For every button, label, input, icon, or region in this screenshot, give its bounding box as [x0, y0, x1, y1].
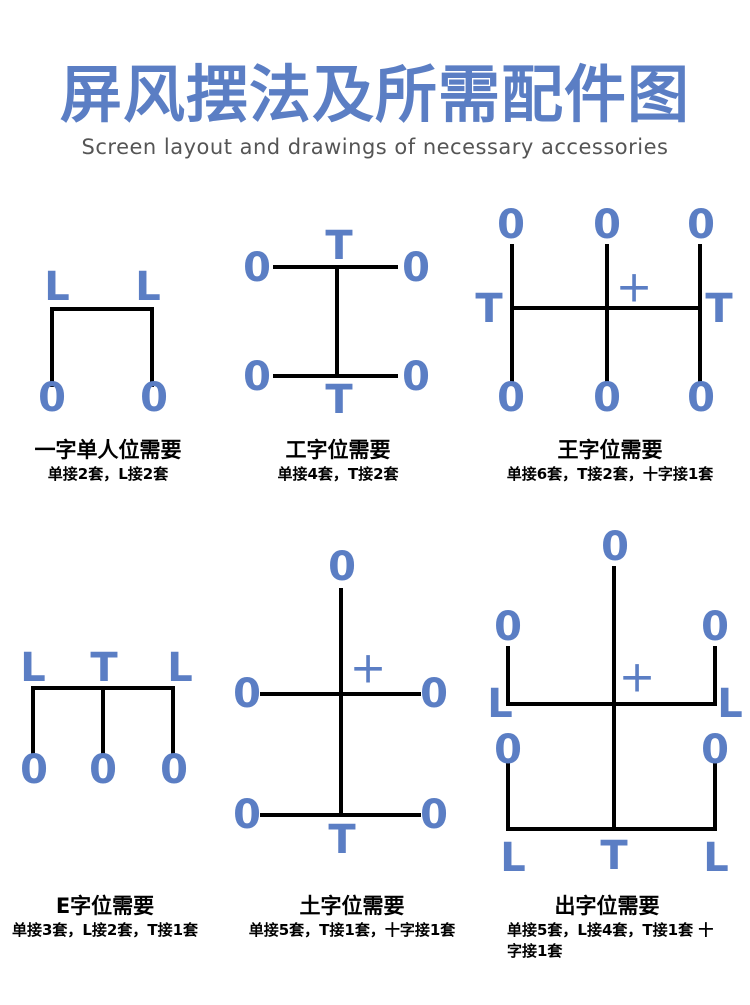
single-joint-label: 0: [89, 747, 117, 793]
cross-joint-label: +: [350, 643, 387, 694]
l-joint-label: L: [20, 645, 46, 691]
single-joint-label: 0: [140, 375, 168, 421]
t-joint-label: T: [90, 645, 118, 691]
chu-lower-frame: [506, 762, 717, 831]
l-joint-label: L: [487, 681, 513, 727]
single-joint-label: 0: [402, 354, 430, 400]
l-joint-label: L: [167, 645, 193, 691]
l-joint-label: L: [135, 264, 161, 310]
diagram-yi: L L 0 0: [38, 264, 168, 421]
l-joint-label: L: [44, 264, 70, 310]
caption-desc: 单接2套，L接2套: [47, 465, 169, 483]
caption-tu: 土字位需要 单接5套，T接1套，十字接1套: [227, 892, 477, 941]
single-joint-label: 0: [243, 245, 271, 291]
caption-title: 工字位需要: [285, 438, 391, 462]
single-joint-label: 0: [420, 792, 448, 838]
cross-joint-label: +: [616, 262, 653, 313]
single-joint-label: 0: [687, 202, 715, 248]
single-joint-label: 0: [701, 604, 729, 650]
l-joint-label: L: [500, 835, 526, 881]
t-joint-label: T: [328, 817, 356, 863]
page-title: 屏风摆法及所需配件图: [59, 58, 690, 131]
t-joint-label: T: [325, 223, 353, 269]
yi-frame: [50, 307, 154, 387]
t-joint-label: T: [705, 286, 733, 332]
chu-upper-frame: [506, 646, 717, 706]
l-joint-label: L: [717, 681, 743, 727]
caption-title: 土字位需要: [299, 894, 405, 918]
single-joint-label: 0: [593, 202, 621, 248]
diagram-tu: 0 0 0 0 0 + T: [233, 544, 448, 863]
caption-title: 王字位需要: [557, 438, 663, 462]
caption-desc: 单接6套，T接2套，十字接1套: [506, 465, 714, 483]
single-joint-label: 0: [494, 604, 522, 650]
page-subtitle: Screen layout and drawings of necessary …: [81, 135, 669, 159]
single-joint-label: 0: [20, 747, 48, 793]
single-joint-label: 0: [420, 671, 448, 717]
single-joint-label: 0: [701, 727, 729, 773]
single-joint-label: 0: [497, 202, 525, 248]
caption-desc: 单接3套，L接2套，T接1套: [11, 921, 199, 939]
t-joint-label: T: [325, 377, 353, 423]
caption-gong: 工字位需要 单接4套，T接2套: [213, 436, 463, 485]
t-joint-label: T: [600, 833, 628, 879]
caption-chu: 出字位需要 单接5套，L接4套，T接1套 十字接1套: [487, 892, 727, 962]
t-joint-label: T: [475, 286, 503, 332]
single-joint-label: 0: [243, 354, 271, 400]
single-joint-label: 0: [497, 375, 525, 421]
single-joint-label: 0: [402, 245, 430, 291]
diagram-gong: T T 0 0 0 0: [243, 223, 430, 423]
caption-desc: 单接5套，L接4套，T接1套 十字接1套: [507, 921, 714, 960]
caption-title: 一字单人位需要: [34, 438, 182, 462]
single-joint-label: 0: [687, 375, 715, 421]
caption-title: E字位需要: [55, 894, 155, 918]
single-joint-label: 0: [160, 747, 188, 793]
single-joint-label: 0: [38, 375, 66, 421]
single-joint-label: 0: [328, 544, 356, 590]
single-joint-label: 0: [233, 671, 261, 717]
single-joint-label: 0: [494, 727, 522, 773]
single-joint-label: 0: [593, 375, 621, 421]
caption-title: 出字位需要: [554, 894, 660, 918]
caption-e: E字位需要 单接3套，L接2套，T接1套: [0, 892, 230, 941]
caption-wang: 王字位需要 单接6套，T接2套，十字接1套: [485, 436, 735, 485]
l-joint-label: L: [703, 835, 729, 881]
caption-yi: 一字单人位需要 单接2套，L接2套: [0, 436, 233, 485]
caption-desc: 单接4套，T接2套: [277, 465, 399, 483]
single-joint-label: 0: [601, 524, 629, 570]
cross-joint-label: +: [619, 652, 656, 703]
diagram-wang: 0 0 0 0 0 0 T T +: [475, 202, 733, 421]
diagram-chu: 0 0 0 + L L 0 0 L T L: [487, 524, 743, 881]
caption-desc: 单接5套，T接1套，十字接1套: [248, 921, 456, 939]
single-joint-label: 0: [233, 792, 261, 838]
diagram-e: L T L 0 0 0: [20, 645, 193, 793]
